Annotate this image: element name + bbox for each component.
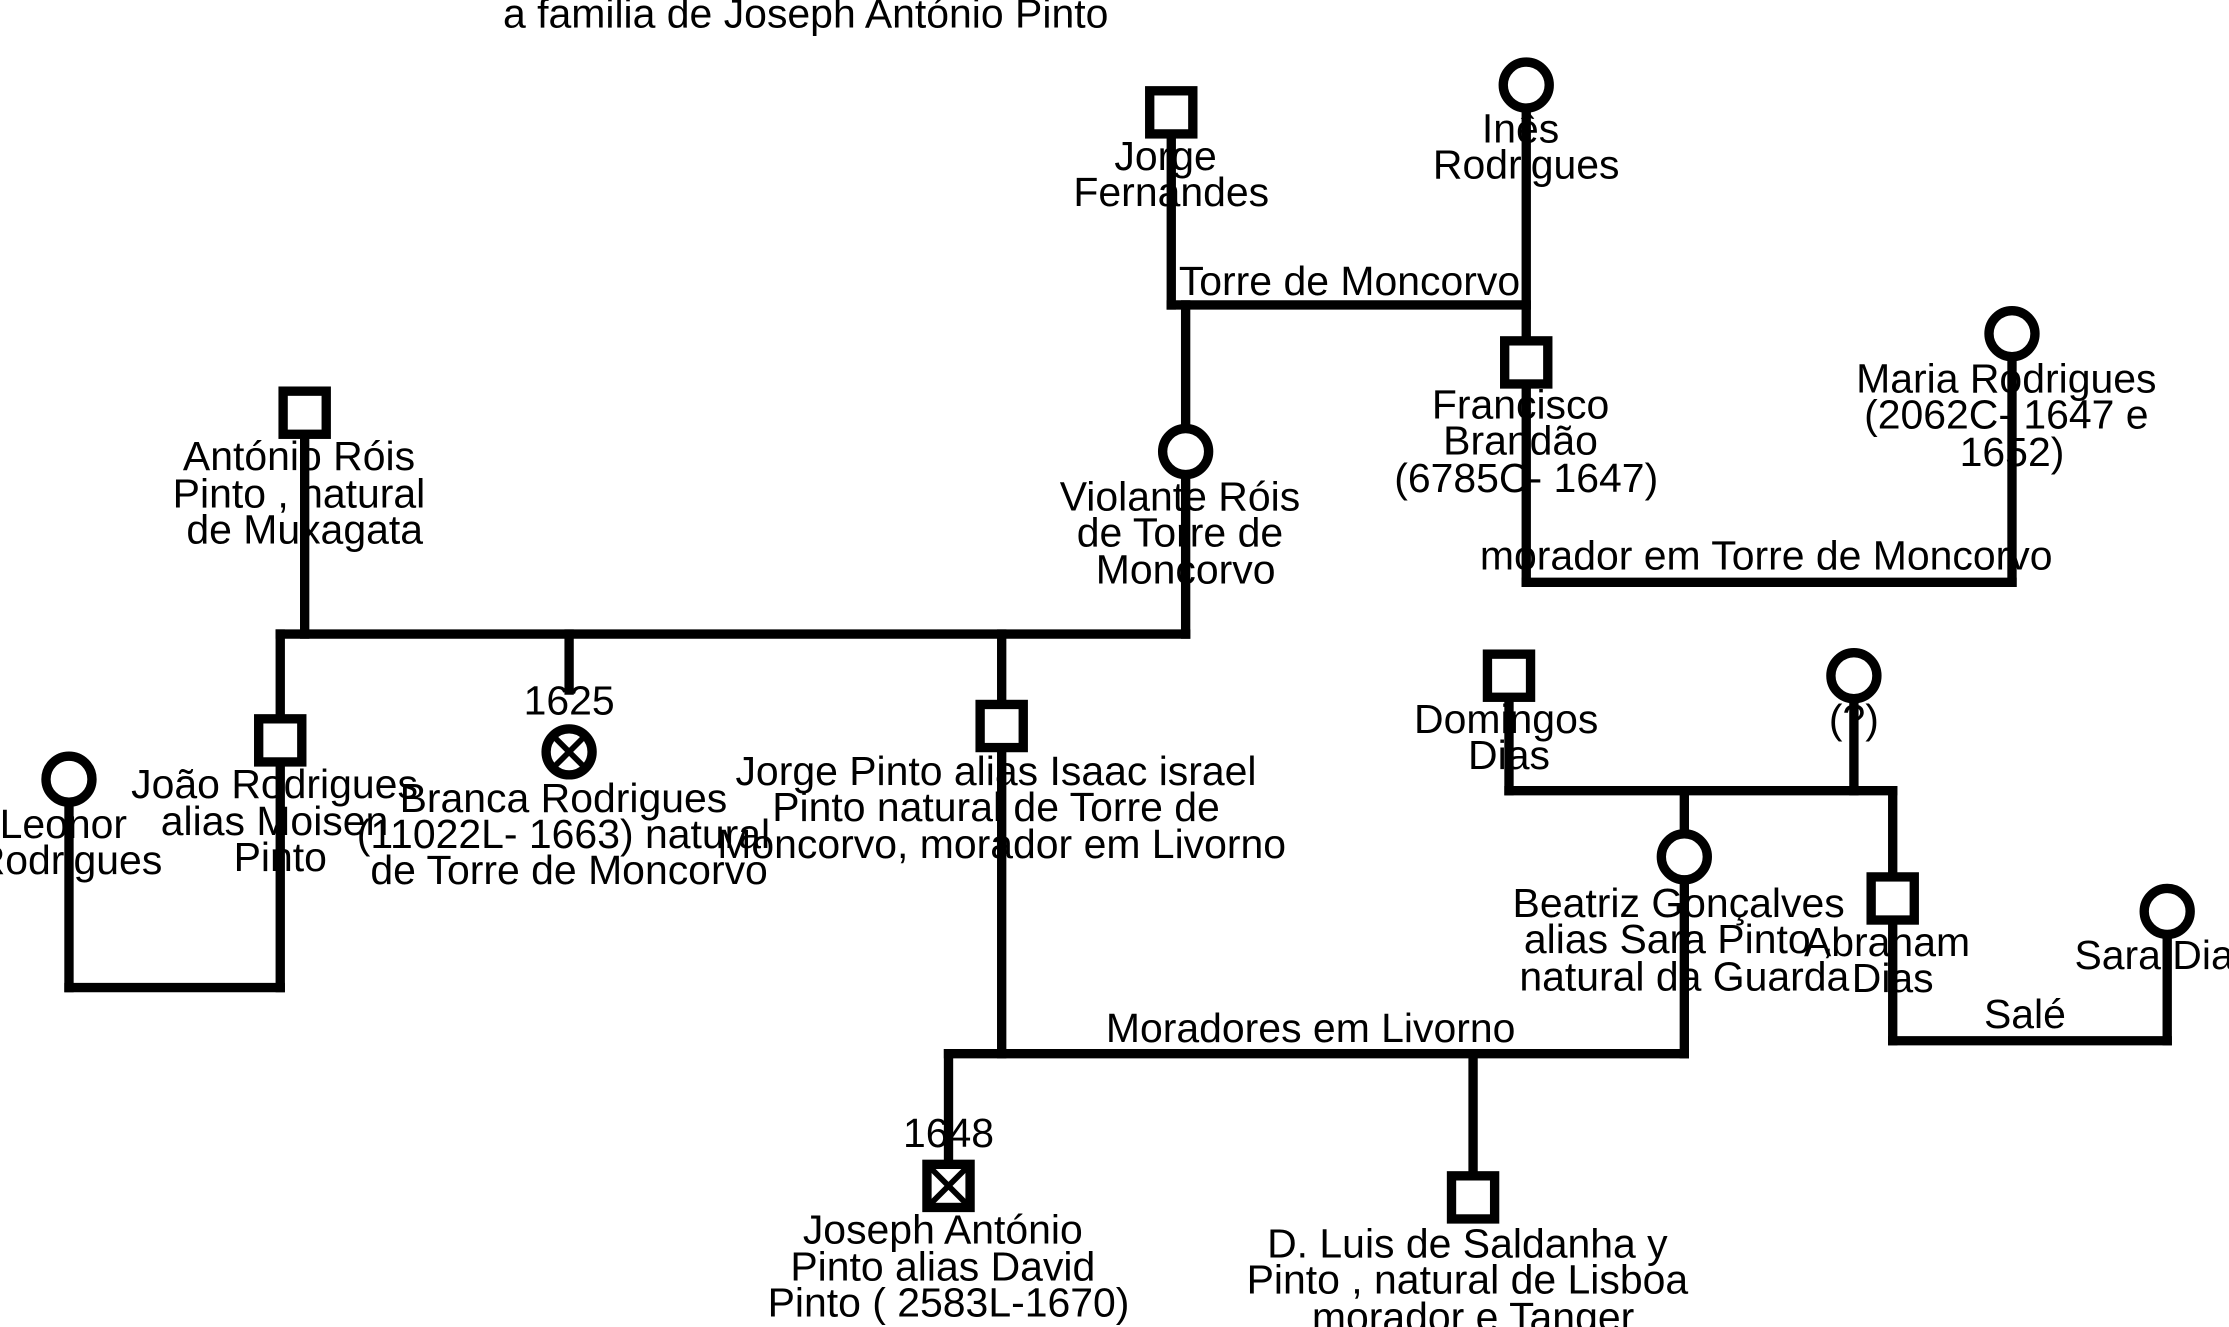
union-label-abraham-sara: Salé (1984, 991, 2066, 1037)
name-violante-rois: Violante Róis de Torre de Moncorvo (1060, 473, 1312, 592)
female-symbol-beatriz-goncalves (1656, 829, 1712, 885)
deceased-male-symbol-joseph-antonio-pinto (922, 1159, 975, 1213)
name-sara-dias: Sara Dias (2074, 932, 2229, 978)
male-symbol-jorge-fernandes (1145, 86, 1198, 139)
name-beatriz-goncalves: Beatriz Gonçalves alias Sara Pinto , nat… (1513, 880, 1857, 999)
name-joao-rodrigues: João Rodrigues alias Moisen Pinto (131, 761, 429, 880)
diagram-title: a familia de Joseph António Pinto (503, 0, 1108, 37)
union-label-pinto-goncalves: Moradores em Livorno (1106, 1005, 1516, 1051)
name-unknown-wife: (?) (1829, 696, 1879, 742)
union-label-fernandes-rodrigues: Torre de Moncorvo (1179, 258, 1520, 304)
female-symbol-violante-rois (1157, 423, 1214, 480)
male-symbol-domingos-dias (1482, 649, 1536, 702)
male-symbol-abraham-dias (1866, 872, 1919, 925)
male-symbol-jorge-pinto (975, 699, 1028, 753)
name-ines-rodrigues: Inês Rodrigues (1433, 106, 1620, 188)
female-symbol-sara-dias (2139, 883, 2195, 940)
female-symbol-maria-rodrigues (1984, 306, 2040, 362)
union-label-brandao-rodrigues: morador em Torre de Moncorvo (1480, 532, 2053, 578)
year-branca-rodrigues: 1625 (524, 678, 615, 724)
name-joseph-antonio-pinto: Joseph António Pinto alias David Pinto (… (768, 1206, 1130, 1325)
name-jorge-fernandes: Jorge Fernandes (1073, 133, 1269, 215)
name-domingos-dias: Domingos Dias (1414, 696, 1610, 778)
name-branca-rodrigues: Branca Rodrigues (11022L- 1663) natural … (357, 775, 782, 893)
male-symbol-francisco-brandao (1500, 336, 1553, 389)
name-francisco-brandao: Francisco Brandão (6785C- 1647) (1394, 381, 1658, 500)
female-symbol-ines-rodrigues (1498, 57, 1554, 113)
male-symbol-antonio-rois-pinto (278, 386, 331, 439)
male-symbol-joao-rodrigues (254, 714, 307, 767)
name-luis-saldanha: D. Luis de Saldanha y Pinto , natural de… (1247, 1221, 1700, 1327)
name-antonio-rois-pinto: António Róis Pinto , natural de Muxagata (173, 433, 437, 552)
female-symbol-unknown (1826, 648, 1882, 704)
year-joseph-antonio-pinto: 1648 (903, 1110, 994, 1156)
name-jorge-pinto: Jorge Pinto alias Isaac israel Pinto nat… (717, 748, 1286, 867)
name-abraham-dias: Abraham Dias (1804, 919, 1981, 1001)
male-symbol-luis-saldanha (1446, 1171, 1500, 1224)
deceased-female-symbol-branca-rodrigues (541, 724, 597, 780)
person-labels: Jorge Fernandes Inês Rodrigues Francisco… (0, 106, 2229, 1327)
name-maria-rodrigues: Maria Rodrigues (2062C- 1647 e 1652) (1856, 356, 2168, 475)
name-leonor-rodrigues: Leonor Rodrigues (0, 801, 162, 883)
relationship-lines (64, 110, 2172, 1181)
female-symbol-leonor-rodrigues (41, 751, 97, 807)
person-symbols (41, 57, 2195, 1224)
